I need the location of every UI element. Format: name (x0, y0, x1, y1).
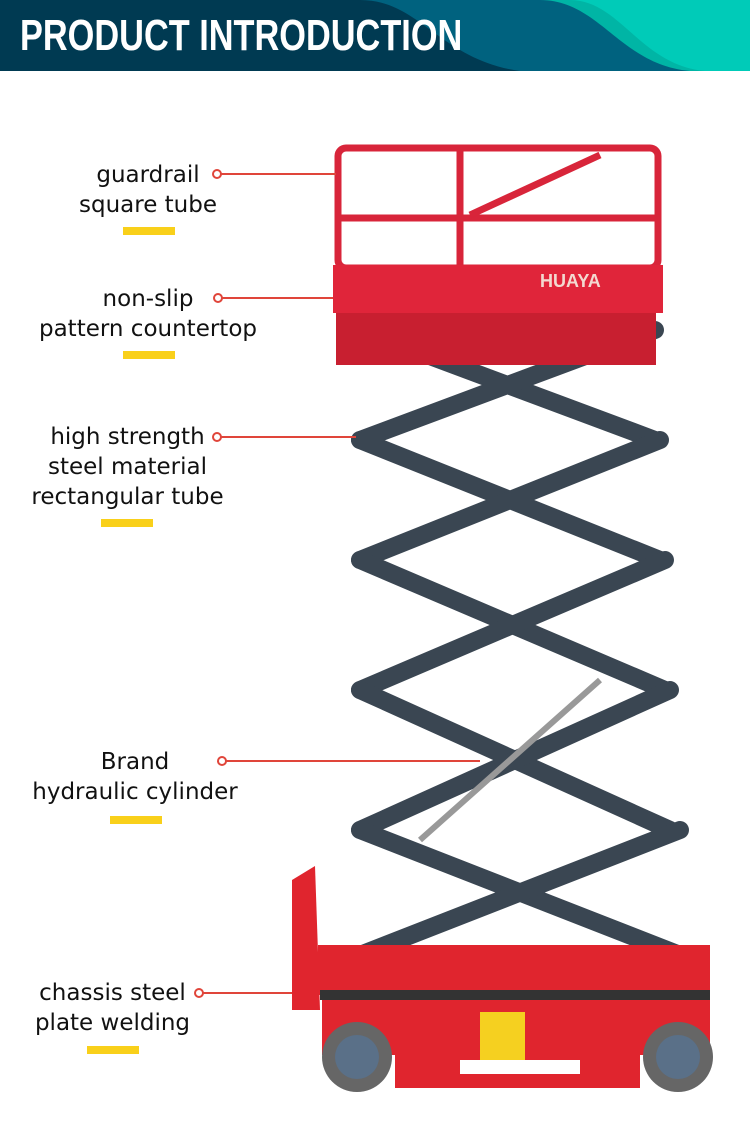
brand-logo: HUAYA (540, 271, 601, 291)
callout-text: Brand (100, 749, 170, 775)
page-title: PRODUCT INTRODUCTION (20, 11, 463, 60)
callout-lines (194, 169, 480, 998)
yellow-underline (87, 1046, 139, 1054)
yellow-underline (123, 351, 175, 359)
yellow-underline (101, 519, 153, 527)
callout-text: steel material (47, 454, 207, 480)
callout-countertop: non-slip pattern countertop (18, 284, 278, 344)
callout-text: non-slip (102, 286, 194, 312)
callout-text: rectangular tube (31, 484, 224, 510)
scissor-arms (351, 321, 689, 964)
callout-text: plate welding (34, 1010, 191, 1036)
callout-hydraulic-cylinder: Brand hydraulic cylinder (15, 747, 255, 807)
yellow-underline (123, 227, 175, 235)
callout-text: hydraulic cylinder (32, 779, 238, 805)
platform: HUAYA (333, 144, 663, 365)
callout-text: high strength (50, 424, 205, 450)
callout-text: square tube (78, 192, 217, 218)
yellow-underline (110, 816, 162, 824)
callout-text: guardrail (96, 162, 200, 188)
chassis (292, 866, 713, 1092)
callout-guardrail: guardrail square tube (48, 160, 248, 220)
callout-text: pattern countertop (38, 316, 257, 342)
callout-chassis: chassis steel plate welding (10, 978, 215, 1038)
header-banner (0, 0, 750, 71)
callout-rectangular-tube: high strength steel material rectangular… (10, 422, 245, 512)
callout-text: chassis steel (39, 980, 186, 1006)
